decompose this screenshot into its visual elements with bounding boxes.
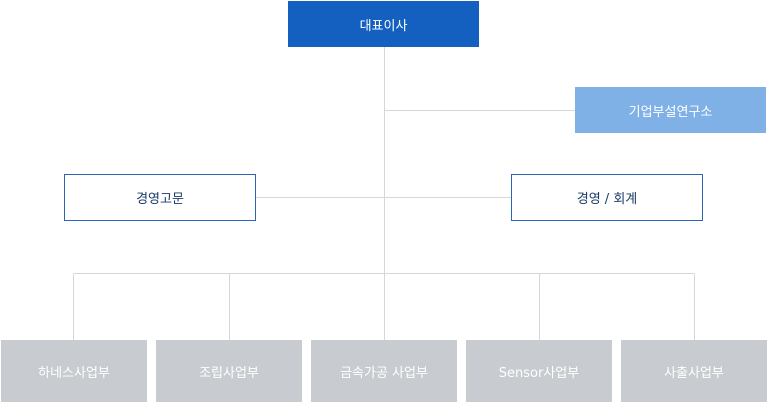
division-node-sensor: Sensor사업부 [466, 340, 612, 402]
division-node-injection: 사출사업부 [621, 340, 767, 402]
division-node-harness: 하네스사업부 [1, 340, 147, 402]
management-advisor-node: 경영고문 [64, 174, 256, 221]
division-node-metal-processing: 금속가공 사업부 [311, 340, 457, 402]
management-accounting-node: 경영 / 회계 [511, 174, 703, 221]
research-lab-node: 기업부설연구소 [575, 87, 766, 133]
ceo-node: 대표이사 [288, 1, 479, 47]
division-node-assembly: 조립사업부 [156, 340, 302, 402]
